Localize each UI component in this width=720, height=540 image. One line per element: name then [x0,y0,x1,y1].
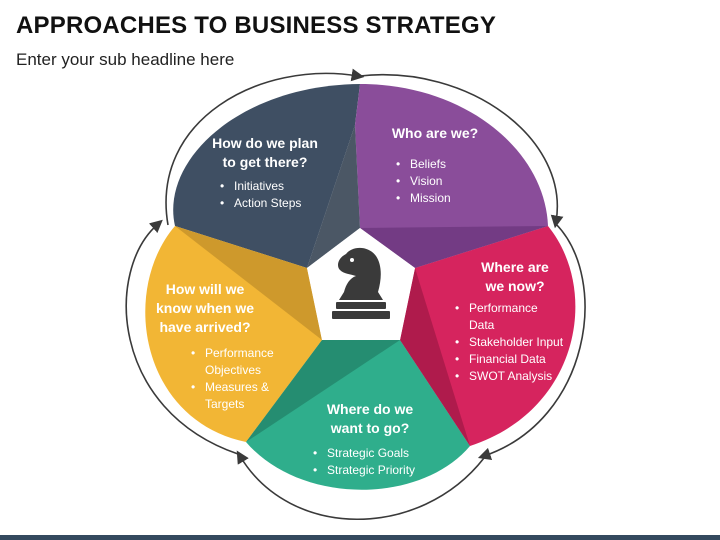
list-item-continuation: Objectives [205,363,262,377]
list-item: Strategic Priority [311,462,415,479]
list-item: Objectives [189,362,274,379]
cycle-arrow-right [477,223,586,460]
segment-who-title: Who are we? [380,124,490,143]
segment-who-list: Beliefs Vision Mission [394,156,451,207]
chess-knight-icon [332,247,390,319]
list-item-continuation: Data [469,318,495,332]
segment-want-title: Where do we want to go? [300,400,440,438]
cycle-arrow-left [125,219,239,455]
segment-plan [173,84,360,268]
list-item: Targets [189,396,274,413]
list-item: Measures & [189,379,274,396]
page-title: APPROACHES TO BUSINESS STRATEGY [16,12,497,39]
segment-plan-title-line: to get there? [222,154,308,170]
segment-who-title-line: Who are we? [391,125,479,141]
list-item: Initiatives [218,178,301,195]
segment-where-now-title-line: we now? [485,278,545,294]
segment-where-now-title: Where are we now? [460,258,570,296]
segment-arrived-title-line: How will we [165,281,245,297]
cycle-arrow-right-top [359,74,564,229]
list-item: Beliefs [394,156,451,173]
segment-where-now-title-line: Where are [481,259,549,275]
segment-arrived-title-line: have arrived? [159,319,251,335]
fold-shade-plan [307,125,360,268]
segment-plan-title: How do we plan to get there? [190,134,340,172]
bottom-accent-bar [0,535,720,540]
list-item: Mission [394,190,451,207]
cycle-arrow-bottom [236,450,485,520]
segment-want-title-line: want to go? [330,420,410,436]
list-item: Action Steps [218,195,301,212]
segment-want-title-line: Where do we [326,401,414,417]
list-item: Performance [189,345,274,362]
list-item: Vision [394,173,451,190]
segment-want-list: Strategic Goals Strategic Priority [311,445,415,479]
list-item: Stakeholder Input [453,334,563,351]
fold-shade-where-now [400,268,470,446]
cycle-arrow-top [165,68,365,226]
segment-who [355,84,548,268]
list-item: Data [453,317,563,334]
list-item: Financial Data [453,351,563,368]
list-item-continuation: Targets [205,397,245,411]
fold-shade-arrived [175,226,322,340]
list-item: Strategic Goals [311,445,415,462]
list-item: SWOT Analysis [453,368,563,385]
segment-plan-list: Initiatives Action Steps [218,178,301,212]
fold-shade-want [246,340,400,442]
list-item: Performance [453,300,563,317]
segment-arrived-title-line: know when we [155,300,254,316]
page-subtitle: Enter your sub headline here [16,50,235,69]
segment-arrived-title: How will we know when we have arrived? [140,280,270,337]
segment-plan-title-line: How do we plan [212,135,318,151]
segment-where-now-list: Performance Data Stakeholder Input Finan… [453,300,563,385]
fold-shade-who [360,226,548,268]
segment-arrived-list: Performance Objectives Measures & Target… [189,345,274,413]
